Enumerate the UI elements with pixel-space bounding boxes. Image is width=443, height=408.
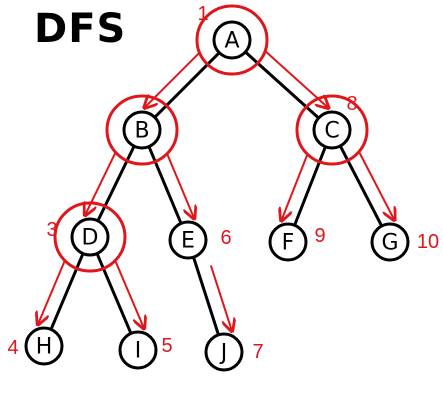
node-B: B bbox=[122, 110, 162, 150]
edge-A-B bbox=[153, 51, 221, 119]
arrow-B-E bbox=[166, 153, 193, 216]
node-H: H bbox=[24, 326, 64, 366]
visit-order-H: 4 bbox=[7, 337, 18, 359]
node-circle-D bbox=[70, 217, 110, 257]
highlight-ring-C bbox=[295, 94, 369, 166]
edge-E-J bbox=[192, 255, 220, 337]
node-label-H: H bbox=[36, 335, 53, 360]
visit-order-labels: 1 8 3 6 9 10 4 5 7 bbox=[7, 3, 439, 363]
arrow-C-G bbox=[358, 150, 393, 218]
node-label-F: F bbox=[282, 231, 295, 256]
node-circle-I bbox=[118, 330, 158, 370]
arrow-D-H bbox=[39, 260, 66, 322]
node-circle-F bbox=[268, 222, 308, 262]
node-G: G bbox=[370, 222, 410, 262]
tree-edges bbox=[49, 50, 384, 337]
node-label-A: A bbox=[224, 29, 239, 54]
node-E: E bbox=[168, 220, 208, 260]
edge-D-I bbox=[95, 252, 133, 335]
edge-B-E bbox=[147, 145, 183, 225]
node-circle-A bbox=[212, 20, 252, 60]
highlight-rings bbox=[53, 4, 369, 273]
highlight-ring-A bbox=[195, 4, 269, 76]
node-label-G: G bbox=[381, 231, 398, 256]
arrow-D-I bbox=[114, 259, 143, 326]
visit-order-I: 5 bbox=[161, 335, 172, 357]
edge-B-D bbox=[96, 144, 136, 223]
edge-A-C bbox=[243, 50, 321, 120]
node-circle-H bbox=[24, 326, 64, 366]
visit-order-J: 7 bbox=[252, 341, 263, 363]
node-circle-C bbox=[312, 110, 352, 150]
arrow-A-C bbox=[264, 50, 326, 106]
node-F: F bbox=[268, 222, 308, 262]
node-label-C: C bbox=[324, 119, 339, 144]
node-C: C bbox=[312, 110, 352, 150]
node-label-J: J bbox=[219, 341, 228, 366]
highlight-ring-D bbox=[53, 201, 127, 273]
visit-order-D: 3 bbox=[46, 219, 57, 241]
node-A: A bbox=[212, 20, 252, 60]
visit-order-C: 8 bbox=[346, 93, 357, 115]
highlight-ring-B bbox=[105, 94, 179, 166]
node-label-D: D bbox=[82, 226, 99, 251]
node-label-B: B bbox=[134, 119, 149, 144]
node-circle-E bbox=[168, 220, 208, 260]
node-circle-B bbox=[122, 110, 162, 150]
node-D: D bbox=[70, 217, 110, 257]
arrow-C-F bbox=[282, 153, 309, 219]
arrow-E-J bbox=[210, 265, 231, 328]
traversal-arrows bbox=[39, 50, 393, 329]
tree-nodes: A B C D E F G H I J bbox=[24, 20, 410, 372]
visit-order-F: 9 bbox=[314, 225, 325, 247]
edge-C-F bbox=[293, 145, 327, 227]
node-circle-G bbox=[370, 222, 410, 262]
edge-C-G bbox=[338, 144, 384, 228]
node-label-I: I bbox=[135, 339, 142, 364]
edge-D-H bbox=[49, 252, 85, 331]
visit-order-G: 10 bbox=[417, 231, 439, 253]
node-label-E: E bbox=[181, 229, 195, 254]
node-J: J bbox=[204, 332, 244, 372]
visit-order-E: 6 bbox=[220, 227, 231, 249]
node-I: I bbox=[118, 330, 158, 370]
diagram-title: DFS bbox=[34, 6, 126, 52]
visit-order-A: 1 bbox=[197, 3, 208, 25]
node-circle-J bbox=[204, 332, 244, 372]
